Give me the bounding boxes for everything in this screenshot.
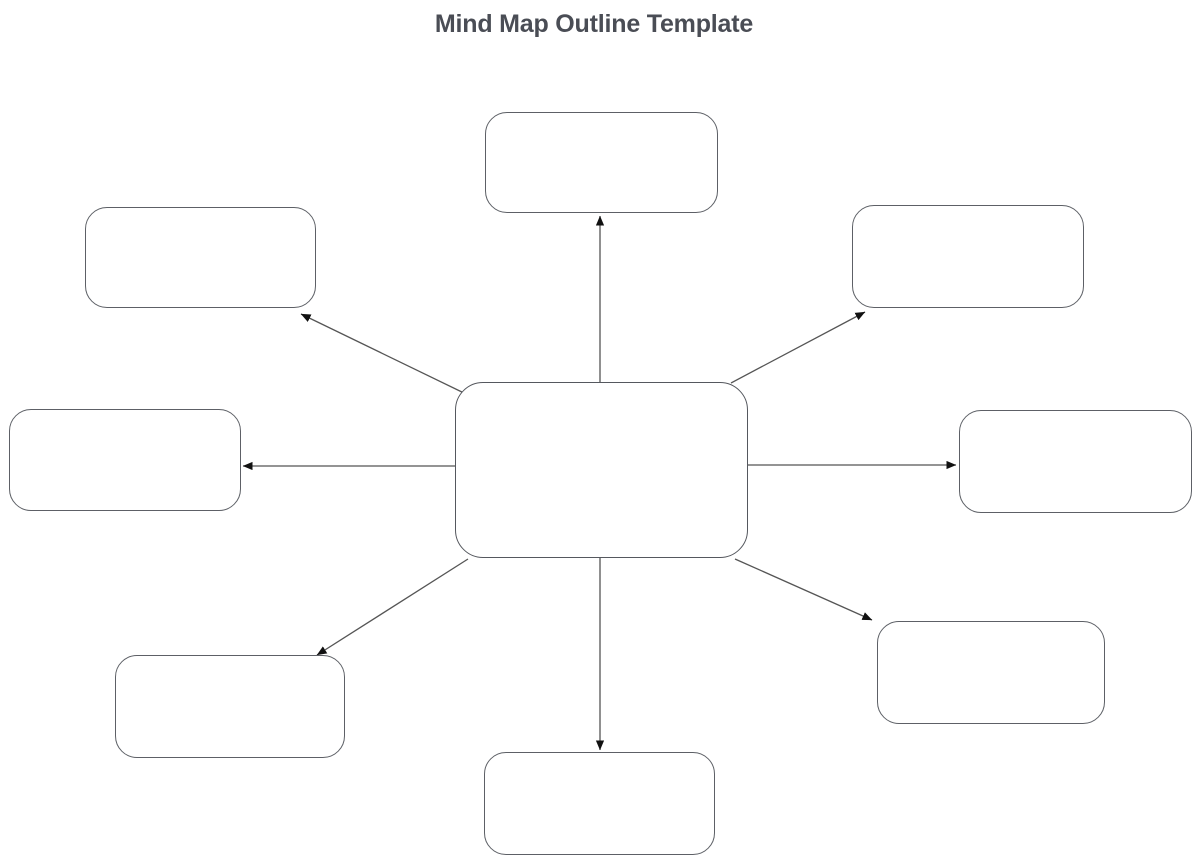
branch-node-upper-left-label [86,208,315,307]
branch-node-upper-left[interactable] [85,207,316,308]
branch-node-left[interactable] [9,409,241,511]
page-title: Mind Map Outline Template [434,10,754,38]
branch-node-upper-right-label [853,206,1083,307]
central-node[interactable] [455,382,748,558]
branch-node-lower-left[interactable] [115,655,345,758]
central-node-label [456,383,747,557]
branch-node-right[interactable] [959,410,1192,513]
branch-node-bottom[interactable] [484,752,715,855]
edge-to-lower-right [734,558,873,621]
branch-node-right-label [960,411,1191,512]
branch-node-bottom-label [485,753,714,854]
branch-node-top-label [486,113,717,212]
branch-node-upper-right[interactable] [852,205,1084,308]
edge-to-upper-right [730,311,866,384]
branch-node-lower-left-label [116,656,344,757]
edge-to-lower-left [316,558,469,656]
branch-node-left-label [10,410,240,510]
edge-to-upper-left [300,313,467,395]
branch-node-top[interactable] [485,112,718,213]
branch-node-lower-right[interactable] [877,621,1105,724]
branch-node-lower-right-label [878,622,1104,723]
